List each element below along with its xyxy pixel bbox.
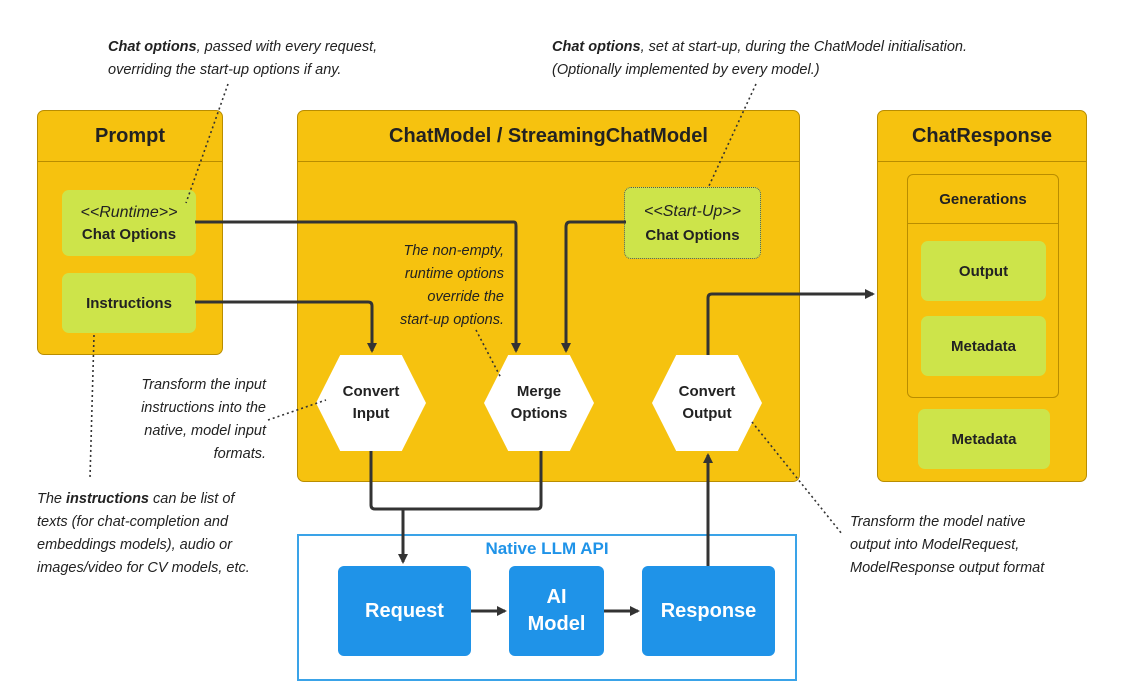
runtime-options-note: Chat options, passed with every request,… bbox=[108, 39, 378, 78]
runtime-chat-options: <<Runtime>> Chat Options bbox=[62, 190, 196, 256]
request-label: Request bbox=[365, 599, 444, 622]
convert-input-to-request-arrow bbox=[369, 451, 408, 564]
request-node: Request bbox=[338, 566, 471, 656]
chat-response-title: ChatResponse bbox=[878, 111, 1086, 162]
runtime-note-leader bbox=[185, 83, 229, 204]
startup-options-note: Chat options, set at start-up, during th… bbox=[552, 39, 968, 78]
runtime-chat-options-label: Chat Options bbox=[81, 225, 177, 243]
native-llm-api-frame: Native LLM API bbox=[297, 534, 797, 681]
output-label: Output bbox=[958, 262, 1009, 280]
startup-to-merge-arrow bbox=[561, 220, 626, 353]
response-node: Response bbox=[642, 566, 775, 656]
instructions-label: Instructions bbox=[86, 294, 172, 312]
prompt-title: Prompt bbox=[38, 111, 222, 162]
startup-note-leader bbox=[707, 83, 757, 189]
chat-model-title: ChatModel / StreamingChatModel bbox=[298, 111, 799, 162]
instructions-to-convert-input-arrow bbox=[195, 300, 377, 353]
instructions-note: The instructions can be list of texts (f… bbox=[37, 491, 250, 576]
generations-box: Generations Output Metadata bbox=[907, 174, 1059, 398]
merge-note-leader bbox=[475, 329, 502, 379]
runtime-tag: <<Runtime>> bbox=[80, 203, 178, 221]
generation-metadata-node: Metadata bbox=[921, 316, 1046, 376]
generation-metadata-label: Metadata bbox=[950, 337, 1017, 355]
generations-title: Generations bbox=[908, 175, 1058, 224]
transform-input-note: Transform the input instructions into th… bbox=[141, 377, 266, 462]
transform-output-note-leader bbox=[751, 421, 843, 535]
merge-options-note: The non-empty, runtime options override … bbox=[400, 243, 504, 328]
transform-output-note: Transform the model native output into M… bbox=[850, 514, 1045, 576]
runtime-to-merge-arrow bbox=[195, 220, 521, 353]
merge-to-request-arrow bbox=[403, 451, 543, 511]
instructions-note-leader bbox=[89, 334, 95, 479]
response-metadata-label: Metadata bbox=[951, 430, 1017, 448]
convert-output-to-response-arrow bbox=[706, 289, 875, 355]
startup-chat-options-label: Chat Options bbox=[645, 226, 740, 244]
response-metadata-node: Metadata bbox=[918, 409, 1050, 469]
instructions-node: Instructions bbox=[62, 273, 196, 333]
native-llm-api-title: Native LLM API bbox=[485, 539, 609, 558]
prompt-box: Prompt <<Runtime>> Chat Options Instruct… bbox=[37, 110, 223, 355]
response-label: Response bbox=[660, 599, 757, 622]
transform-input-note-leader bbox=[267, 399, 327, 421]
chat-response-box: ChatResponse Generations Output Metadata… bbox=[877, 110, 1087, 482]
output-node: Output bbox=[921, 241, 1046, 301]
startup-tag: <<Start-Up>> bbox=[644, 202, 741, 220]
